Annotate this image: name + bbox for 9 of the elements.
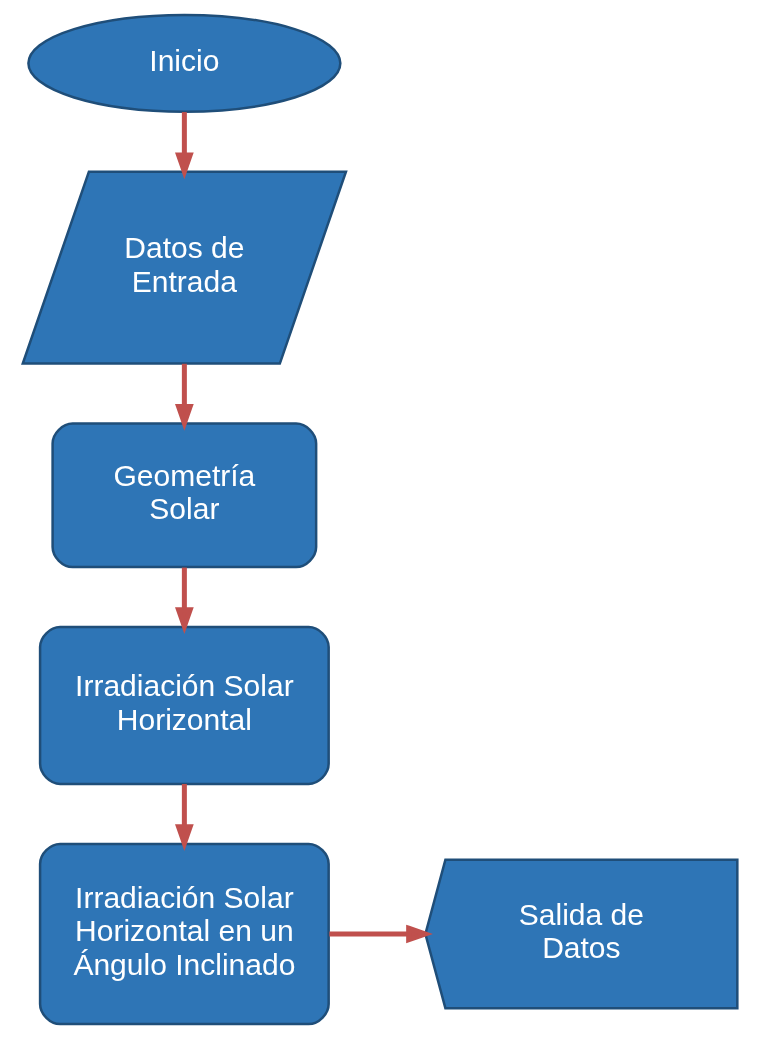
node-box: Geometría Solar <box>51 422 318 569</box>
arrow <box>175 112 194 180</box>
arrow <box>329 924 433 944</box>
arrow <box>175 784 194 851</box>
node-box: Irradiación Solar Horizontal <box>38 625 330 786</box>
node-box: Irradiación Solar Horizontal en un Ángulo Inclinado <box>38 842 330 1026</box>
arrow <box>175 567 194 634</box>
arrow <box>175 363 194 431</box>
node-ellipse: Inicio <box>27 13 342 113</box>
